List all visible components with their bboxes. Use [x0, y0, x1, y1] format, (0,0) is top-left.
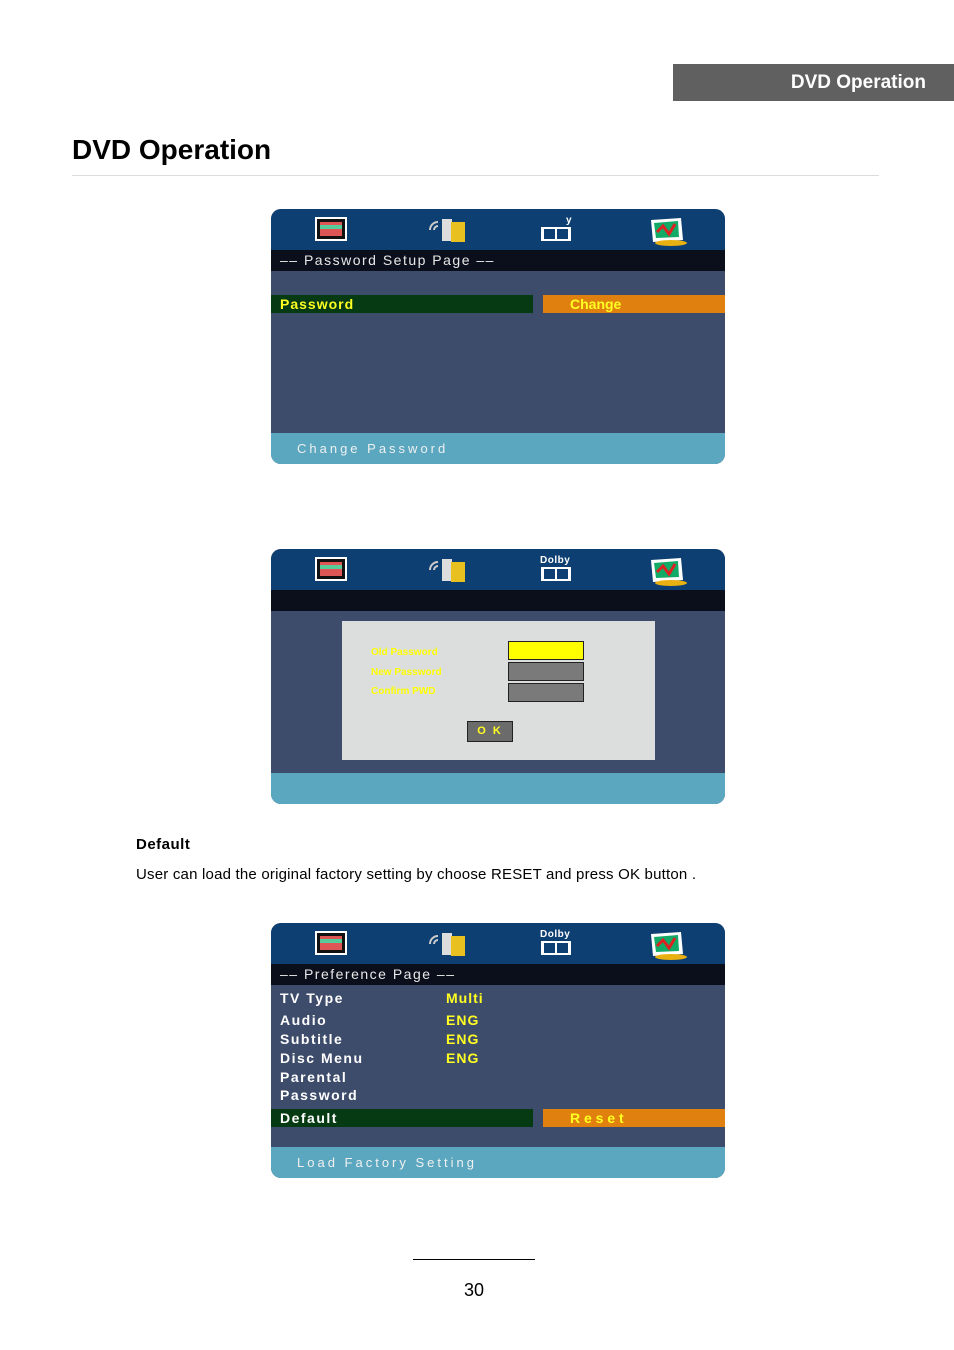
section-description: User can load the original factory setti… [136, 866, 697, 883]
menu-item-value: ENG [446, 1050, 480, 1066]
title-divider [72, 175, 879, 176]
page-title-bar: –– Password Setup Page –– [271, 250, 725, 271]
new-password-label: New Password [371, 667, 442, 678]
dolby-label: y [566, 215, 573, 226]
dolby-icon[interactable] [539, 556, 573, 589]
tv-setup-icon[interactable] [314, 930, 348, 961]
page-title: DVD Operation [72, 134, 272, 165]
section-tab: DVD Operation [673, 64, 954, 101]
password-dialog: Old Password New Password Confirm PWD O … [342, 621, 655, 760]
menu-item-value: ENG [446, 1012, 480, 1028]
password-row[interactable]: Password [271, 295, 533, 313]
status-bar: Change Password [271, 433, 725, 464]
old-password-label: Old Password [371, 647, 438, 658]
menu-item-label[interactable]: Audio [280, 1012, 328, 1028]
menu-icon-bar: Dolby [271, 549, 725, 590]
status-bar [271, 773, 725, 804]
preference-icon[interactable] [647, 556, 689, 591]
menu-item-label[interactable]: Parental [280, 1069, 348, 1085]
old-password-input[interactable] [508, 641, 584, 660]
confirm-password-input[interactable] [508, 683, 584, 702]
reset-option[interactable]: R e s e t [543, 1109, 725, 1127]
audio-speaker-icon[interactable] [426, 930, 470, 963]
audio-speaker-icon[interactable] [426, 216, 470, 249]
page-number: 30 [463, 1280, 485, 1300]
menu-item-label[interactable]: TV Type [280, 990, 344, 1006]
audio-speaker-icon[interactable] [426, 556, 470, 589]
tv-setup-icon[interactable] [314, 556, 348, 587]
dolby-icon[interactable] [539, 216, 573, 249]
menu-icon-bar: y [271, 209, 725, 250]
change-password-screen: Dolby Old Password New Password Confirm … [271, 549, 725, 804]
dolby-label: Dolby [540, 555, 571, 566]
change-option[interactable]: Change [543, 295, 725, 313]
page-title-bar: –– Preference Page –– [271, 964, 725, 985]
confirm-password-label: Confirm PWD [371, 686, 436, 697]
ok-button[interactable]: O K [467, 721, 513, 742]
page-title-bar [271, 590, 725, 611]
footer-rule [413, 1259, 535, 1260]
menu-item-label[interactable]: Subtitle [280, 1031, 344, 1047]
status-bar: Load Factory Setting [271, 1147, 725, 1178]
password-setup-screen: y –– Password Setup Page –– Password Cha… [271, 209, 725, 464]
preference-icon[interactable] [647, 216, 689, 251]
tv-setup-icon[interactable] [314, 216, 348, 247]
preference-icon[interactable] [647, 930, 689, 965]
menu-item-value: ENG [446, 1031, 480, 1047]
dolby-label: Dolby [540, 929, 571, 940]
menu-item-label[interactable]: Disc Menu [280, 1050, 364, 1066]
default-row[interactable]: Default [271, 1109, 533, 1127]
menu-item-value: Multi [446, 990, 484, 1006]
menu-icon-bar: Dolby [271, 923, 725, 964]
preference-screen: Dolby –– Preference Page –– TV Type Mult… [271, 923, 725, 1178]
new-password-input[interactable] [508, 662, 584, 681]
menu-item-label[interactable]: Password [280, 1087, 359, 1103]
dolby-icon[interactable] [539, 930, 573, 963]
section-heading: Default [136, 836, 191, 853]
